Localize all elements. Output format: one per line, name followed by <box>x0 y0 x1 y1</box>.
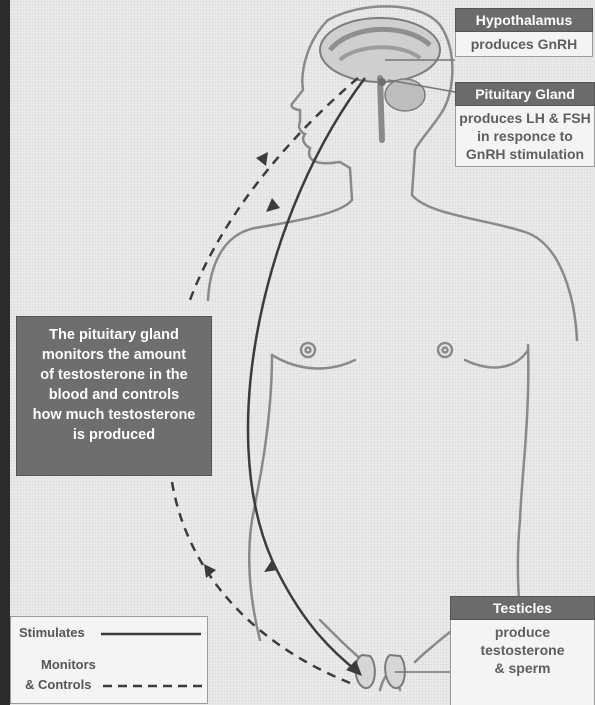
note-line-2: monitors the amount <box>21 345 207 365</box>
monitors-arrowhead-top <box>256 152 268 166</box>
note-line-6: is produced <box>21 425 207 445</box>
pituitary-line-2: in responce to <box>458 127 592 145</box>
testicles-line-1: produce <box>453 623 592 641</box>
note-line-3: of testosterone in the <box>21 365 207 385</box>
brain-illustration <box>320 18 440 140</box>
pituitary-text: produces LH & FSH in responce to GnRH st… <box>455 106 595 167</box>
testicles-label: Testicles produce testosterone & sperm <box>450 596 595 705</box>
hypothalamus-label: Hypothalamus produces GnRH <box>455 8 593 57</box>
legend-solid-line <box>101 629 201 639</box>
pituitary-line-1: produces LH & FSH <box>458 109 592 127</box>
testicles-text: produce testosterone & sperm <box>450 620 595 705</box>
legend-dashed-line <box>103 681 203 691</box>
label-pointers <box>385 60 455 672</box>
testicles-line-2: testosterone <box>453 641 592 659</box>
note-line-4: blood and controls <box>21 385 207 405</box>
pituitary-monitoring-note: The pituitary gland monitors the amount … <box>16 316 212 476</box>
legend-controls-label: & Controls <box>25 677 91 692</box>
diagram-canvas: Hypothalamus produces GnRH Pituitary Gla… <box>10 0 595 705</box>
hypothalamus-title: Hypothalamus <box>455 8 593 32</box>
testicles-line-3: & sperm <box>453 659 592 677</box>
legend-stimulates-label: Stimulates <box>19 625 85 640</box>
pituitary-line-3: GnRH stimulation <box>458 145 592 163</box>
note-line-5: how much testosterone <box>21 405 207 425</box>
testicles-title: Testicles <box>450 596 595 620</box>
pituitary-label: Pituitary Gland produces LH & FSH in res… <box>455 82 595 167</box>
legend-monitors-label: Monitors <box>41 657 96 672</box>
pituitary-title: Pituitary Gland <box>455 82 595 106</box>
stimulates-arrowhead-top <box>266 198 280 212</box>
hypothalamus-text: produces GnRH <box>455 32 593 57</box>
legend: Stimulates Monitors & Controls <box>10 616 208 704</box>
note-line-1: The pituitary gland <box>21 325 207 345</box>
